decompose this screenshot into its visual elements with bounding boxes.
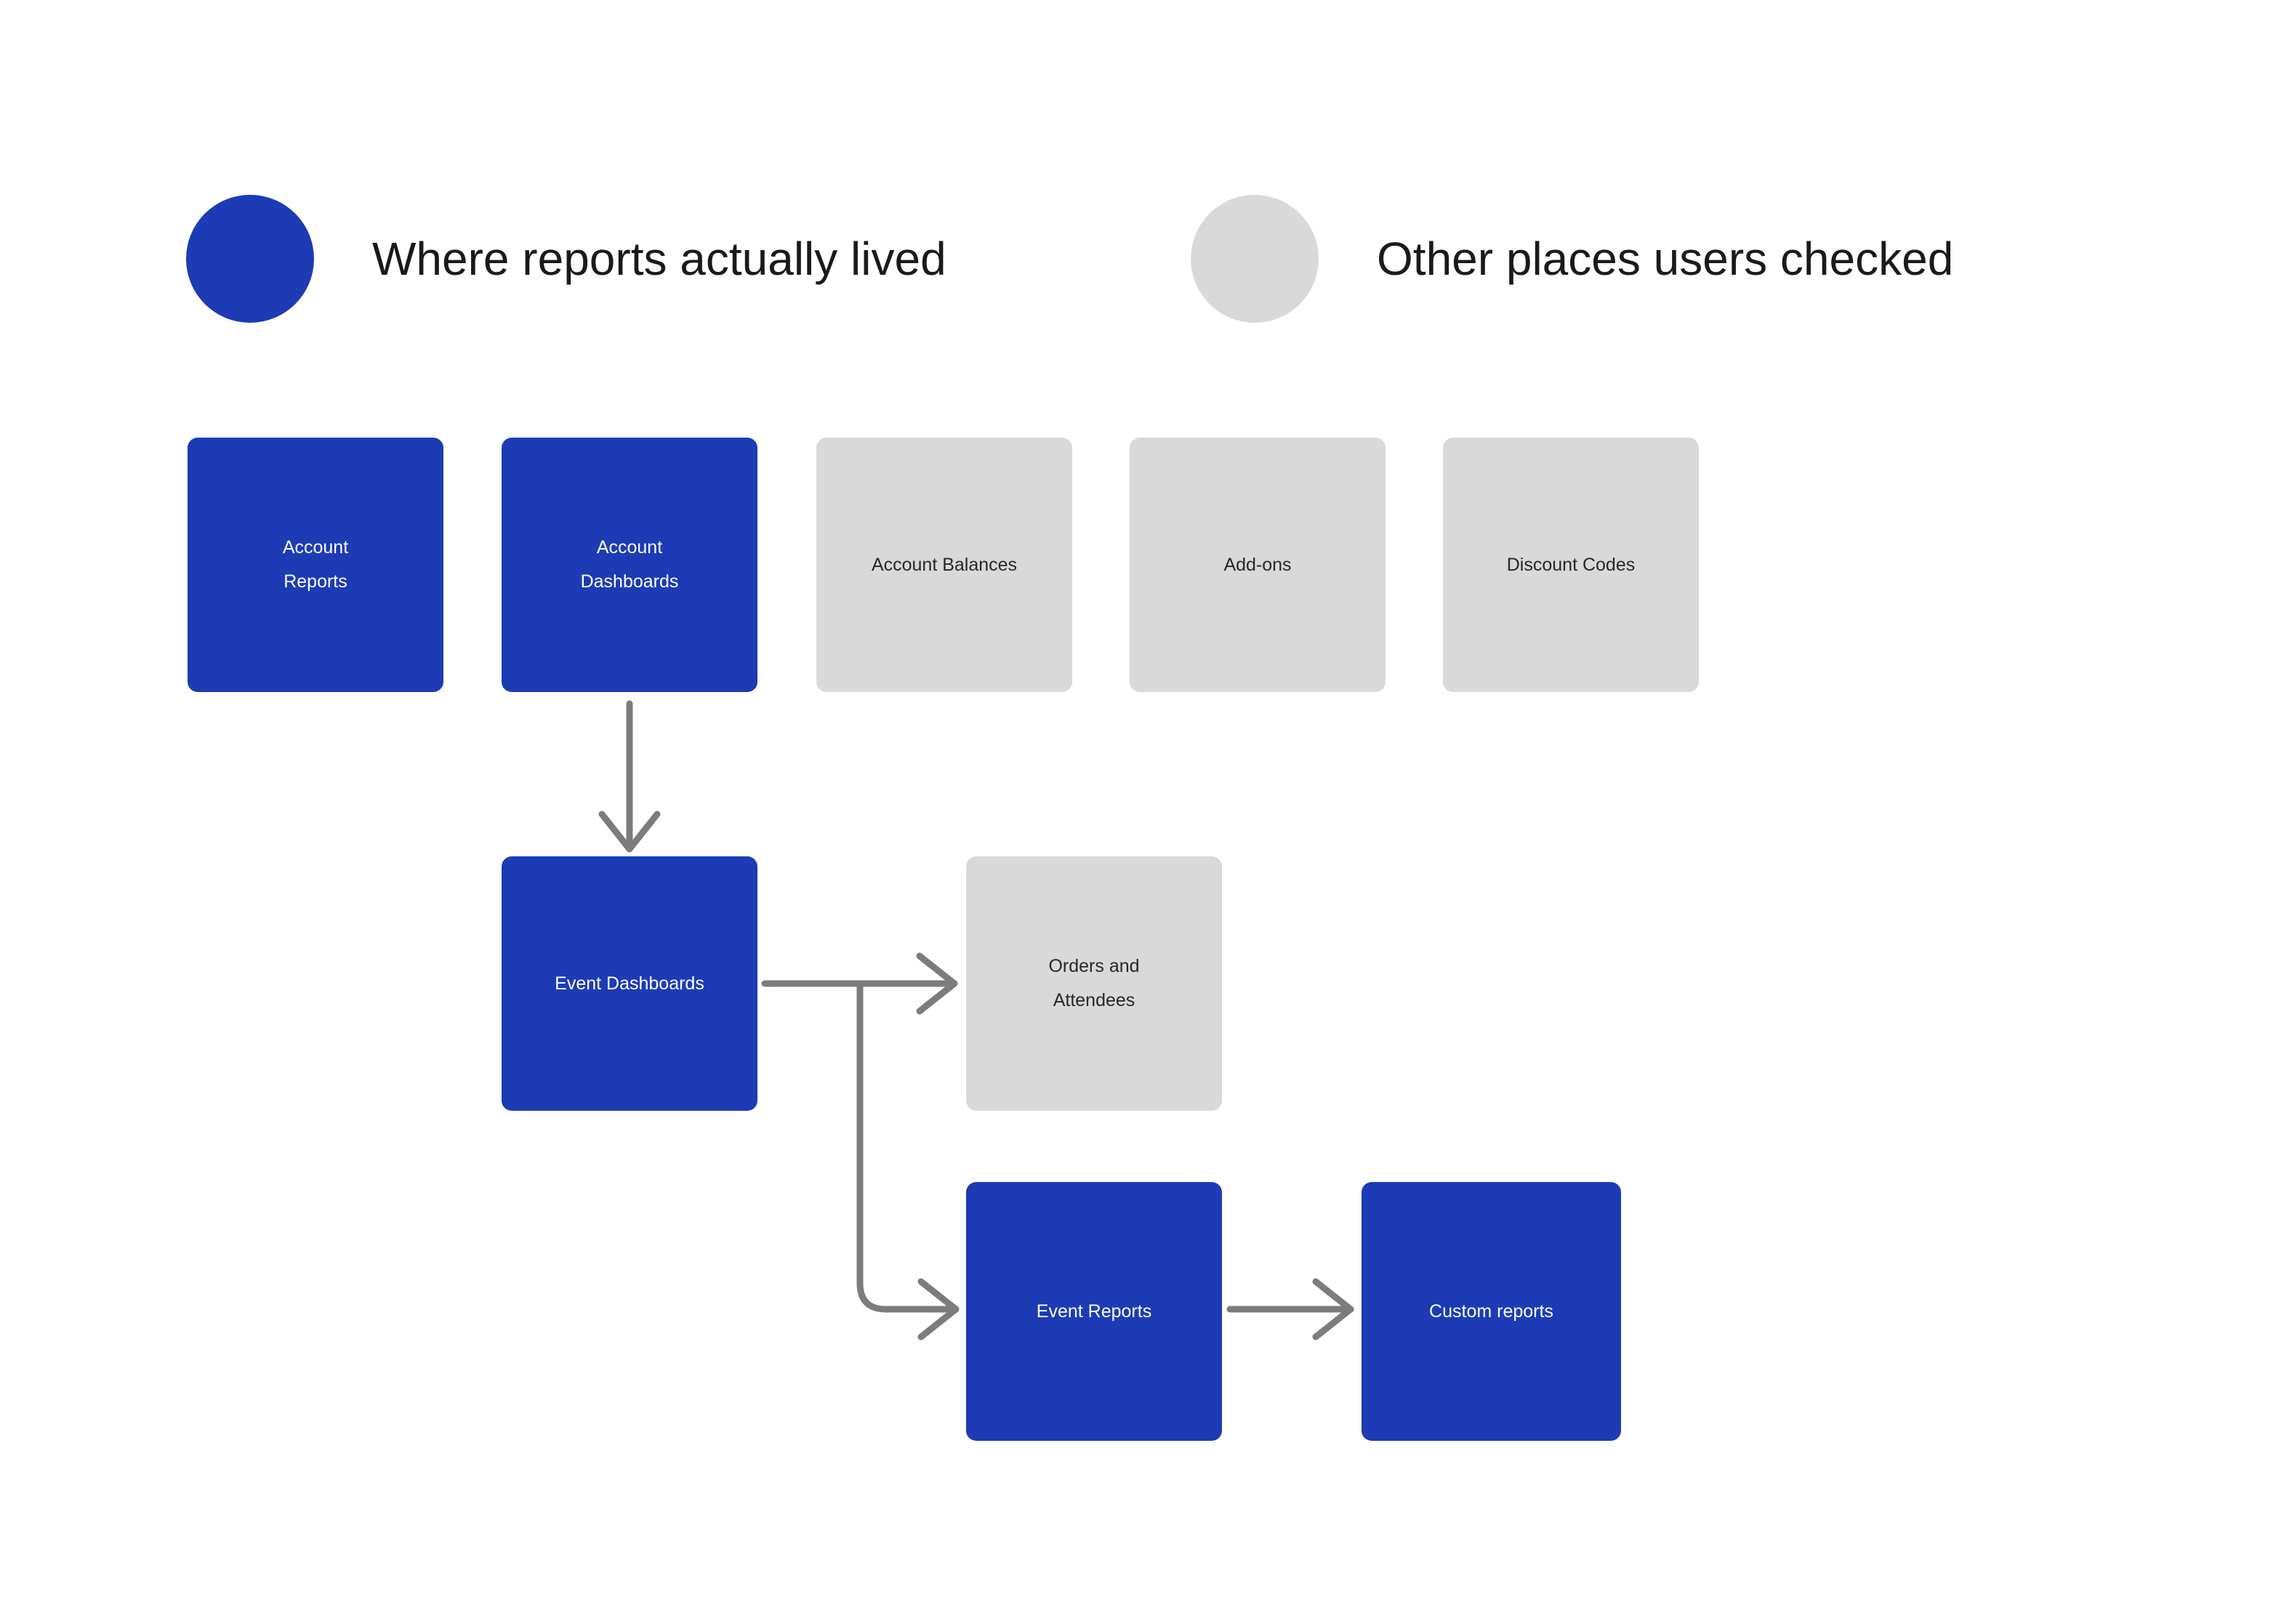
node-event-dashboards[interactable]: Event Dashboards <box>502 856 757 1111</box>
node-account-reports-label: Account Reports <box>282 537 349 592</box>
node-account-dashboards-label: Account Dashboards <box>580 537 679 592</box>
node-orders-and-attendees-label: Orders and Attendees <box>1048 956 1140 1010</box>
node-custom-reports[interactable]: Custom reports <box>1362 1182 1621 1441</box>
node-add-ons[interactable]: Add-ons <box>1130 438 1386 692</box>
legend-item-secondary: Other places users checked <box>1191 195 1953 323</box>
node-custom-reports-label: Custom reports <box>1429 1301 1553 1322</box>
node-event-reports-label: Event Reports <box>1036 1301 1152 1322</box>
arrowhead-right-event-reports <box>917 1278 960 1340</box>
node-discount-codes[interactable]: Discount Codes <box>1443 438 1699 692</box>
node-account-balances[interactable]: Account Balances <box>816 438 1072 692</box>
node-discount-codes-label: Discount Codes <box>1506 554 1636 575</box>
legend-swatch-blue-circle-icon <box>186 195 314 323</box>
arrowhead-right-orders-and-attendees <box>916 952 958 1015</box>
arrowhead-right-custom-reports <box>1312 1278 1354 1340</box>
node-event-dashboards-label: Event Dashboards <box>555 973 704 994</box>
node-account-balances-label: Account Balances <box>871 554 1018 575</box>
node-event-reports[interactable]: Event Reports <box>966 1182 1222 1441</box>
edge-event-dashboards-to-event-reports <box>856 980 960 1313</box>
legend-label-primary: Where reports actually lived <box>372 232 946 285</box>
arrowhead-down-event-dashboards <box>598 811 661 853</box>
legend-label-secondary: Other places users checked <box>1377 232 1954 285</box>
node-add-ons-label: Add-ons <box>1223 554 1292 575</box>
node-account-dashboards[interactable]: Account Dashboards <box>502 438 757 692</box>
legend-swatch-grey-circle-icon <box>1191 195 1319 323</box>
legend-item-primary: Where reports actually lived <box>186 195 946 323</box>
node-account-reports[interactable]: Account Reports <box>188 438 443 692</box>
node-orders-and-attendees[interactable]: Orders and Attendees <box>966 856 1222 1111</box>
